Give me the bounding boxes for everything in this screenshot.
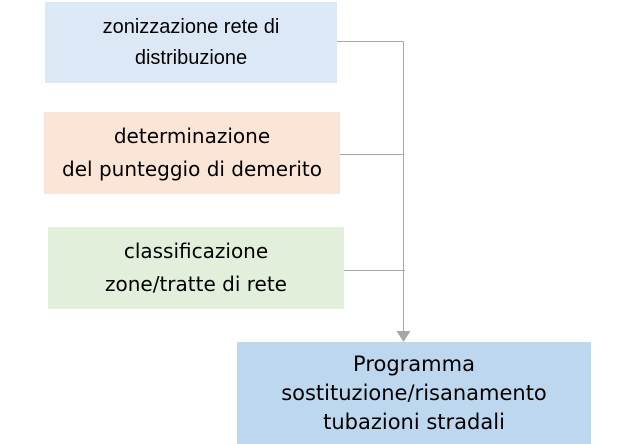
step-label-line: Programma (353, 351, 475, 376)
step-label-line: classificazione (123, 239, 269, 263)
step-label-line: sostituzione/risanamento (281, 380, 547, 405)
step-label-line: zonizzazione rete di (102, 15, 280, 38)
step-label-line: zone/tratte di rete (105, 272, 287, 296)
step-box-determinazione: determinazione del punteggio di demerito (44, 112, 340, 194)
step-box-classificazione: classificazione zone/tratte di rete (48, 227, 344, 309)
step-box-zonizzazione: zonizzazione rete di distribuzione (45, 2, 337, 83)
step-label-line: tubazioni stradali (323, 409, 505, 434)
step-label-line: determinazione (113, 124, 271, 148)
step-label-line: distribuzione (134, 46, 248, 69)
arrow-down-icon (396, 331, 411, 342)
step-label-line: del punteggio di demerito (62, 157, 322, 181)
step-box-programma: Programma sostituzione/risanamento tubaz… (237, 342, 591, 444)
